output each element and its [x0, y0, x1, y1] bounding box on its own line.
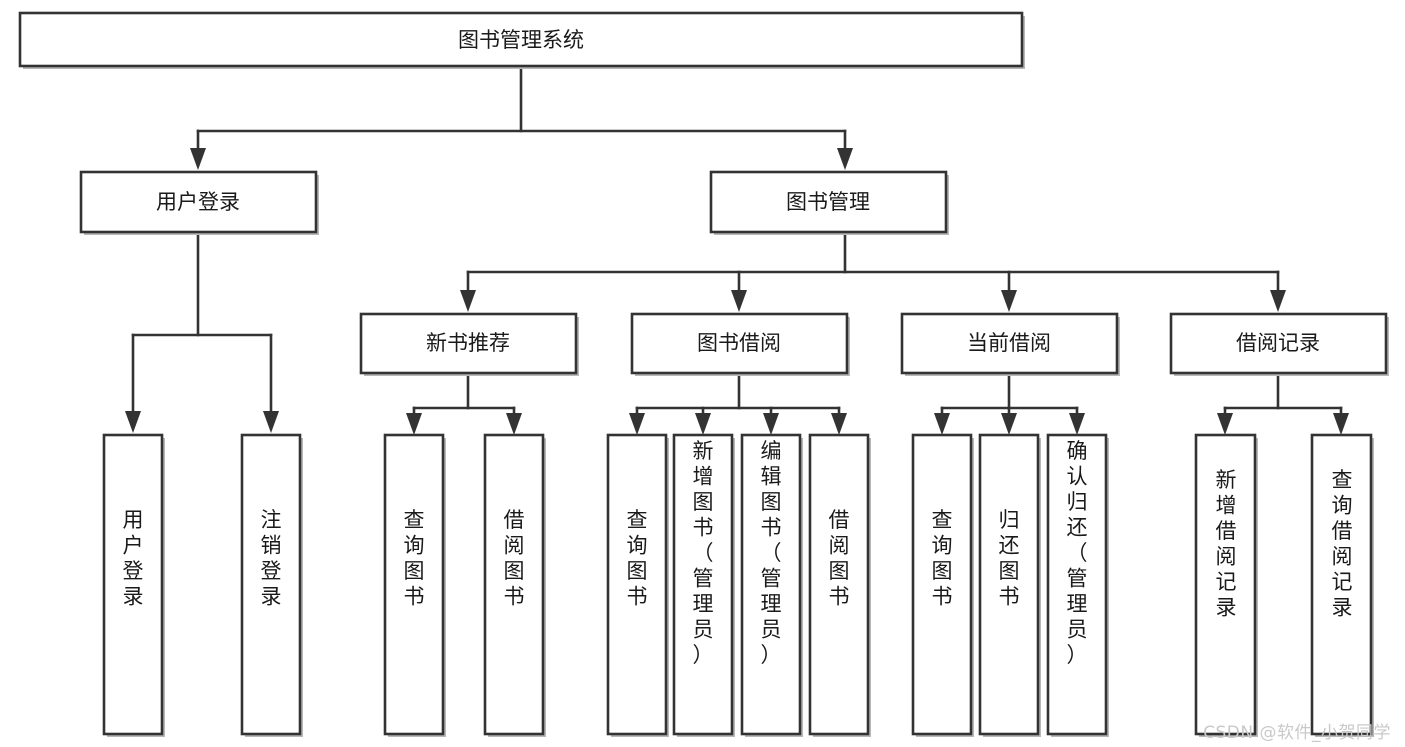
node-root-label: 图书管理系统: [458, 28, 584, 52]
node-leaf-user-logout[interactable]: 注销登录: [240, 433, 303, 737]
arrow-borrow-to-query: [629, 413, 645, 435]
connector-group-records: [1217, 371, 1349, 435]
connector-group-newbooks: [406, 371, 522, 435]
arrow-root-to-bookmgmt: [837, 148, 853, 170]
arrow-borrow-to-edit: [763, 413, 779, 435]
node-leaf-r-query-record[interactable]: 查询借阅记录: [1310, 433, 1374, 737]
arrow-borrow-to-borrowbook: [831, 413, 847, 435]
node-leaf-user-login-label: 用户登录: [123, 508, 144, 609]
arrow-current-to-return: [1001, 413, 1017, 435]
node-leaf-b-add-book-label: 新增图书（管理员）: [693, 439, 714, 667]
node-leaf-b-query-book-label: 查询图书: [627, 508, 648, 609]
node-leaf-b-edit-book[interactable]: 编辑图书（管理员）: [740, 433, 803, 737]
node-root[interactable]: 图书管理系统: [18, 11, 1025, 69]
node-leaf-c-query-book-label: 查询图书: [932, 508, 953, 609]
node-leaf-nr-query-book[interactable]: 查询图书: [383, 433, 446, 737]
arrow-login-to-user-logout: [263, 411, 279, 433]
node-leaf-c-query-book[interactable]: 查询图书: [911, 433, 974, 737]
node-leaf-b-borrow-book-label: 借阅图书: [829, 508, 850, 609]
node-current-borrow-label: 当前借阅: [967, 331, 1051, 355]
node-new-book-recommend-label: 新书推荐: [426, 331, 510, 355]
arrow-login-to-user-login: [125, 411, 141, 433]
node-borrow-records[interactable]: 借阅记录: [1169, 312, 1389, 376]
connector-group-borrow: [629, 371, 847, 435]
node-leaf-r-add-record-label: 新增借阅记录: [1216, 468, 1237, 620]
node-leaf-c-confirm-return-label: 确认归还（管理员）: [1067, 439, 1088, 667]
node-user-login[interactable]: 用户登录: [79, 170, 319, 235]
node-book-borrow-label: 图书借阅: [697, 331, 781, 355]
node-leaf-nr-borrow-book[interactable]: 借阅图书: [483, 433, 546, 737]
node-leaf-user-logout-label: 注销登录: [261, 508, 282, 609]
node-book-management-label: 图书管理: [786, 190, 870, 214]
arrow-bookmgmt-to-newbooks: [460, 290, 476, 312]
arrow-root-to-login: [190, 148, 206, 170]
node-leaf-b-borrow-book[interactable]: 借阅图书: [808, 433, 871, 737]
node-leaf-b-add-book[interactable]: 新增图书（管理员）: [672, 433, 735, 737]
connector-group-current: [934, 371, 1085, 435]
node-leaf-b-query-book[interactable]: 查询图书: [606, 433, 669, 737]
arrow-bookmgmt-to-records: [1270, 290, 1286, 312]
node-book-management[interactable]: 图书管理: [709, 170, 949, 235]
node-leaf-nr-query-book-label: 查询图书: [404, 508, 425, 609]
connector-group-login: [125, 230, 279, 433]
arrow-newbooks-to-query: [406, 413, 422, 435]
node-leaf-nr-borrow-book-label: 借阅图书: [504, 508, 525, 609]
node-book-borrow[interactable]: 图书借阅: [630, 312, 850, 376]
arrow-bookmgmt-to-current: [1001, 290, 1017, 312]
node-leaf-user-login[interactable]: 用户登录: [102, 433, 165, 737]
node-leaf-c-return-book-label: 归还图书: [999, 508, 1020, 609]
node-new-book-recommend[interactable]: 新书推荐: [359, 312, 579, 376]
node-borrow-records-label: 借阅记录: [1236, 331, 1320, 355]
arrow-current-to-query: [934, 413, 950, 435]
node-current-borrow[interactable]: 当前借阅: [900, 312, 1120, 376]
arrow-records-to-add: [1217, 413, 1233, 435]
node-leaf-b-edit-book-label: 编辑图书（管理员）: [761, 439, 782, 667]
node-leaf-r-query-record-label: 查询借阅记录: [1332, 468, 1353, 620]
arrow-bookmgmt-to-borrow: [731, 290, 747, 312]
node-user-login-label: 用户登录: [156, 190, 240, 214]
node-leaf-c-confirm-return[interactable]: 确认归还（管理员）: [1046, 433, 1109, 737]
node-leaf-r-add-record[interactable]: 新增借阅记录: [1194, 433, 1258, 737]
csdn-watermark: CSDN @软件_小贺同学: [1203, 723, 1391, 743]
connector-group-root: [190, 64, 853, 170]
connector-group-bookmgmt: [460, 230, 1286, 312]
node-leaf-c-return-book[interactable]: 归还图书: [978, 433, 1041, 737]
arrow-records-to-query: [1333, 413, 1349, 435]
arrow-newbooks-to-borrow: [506, 413, 522, 435]
arrow-borrow-to-add: [695, 413, 711, 435]
arrow-current-to-confirm: [1069, 413, 1085, 435]
